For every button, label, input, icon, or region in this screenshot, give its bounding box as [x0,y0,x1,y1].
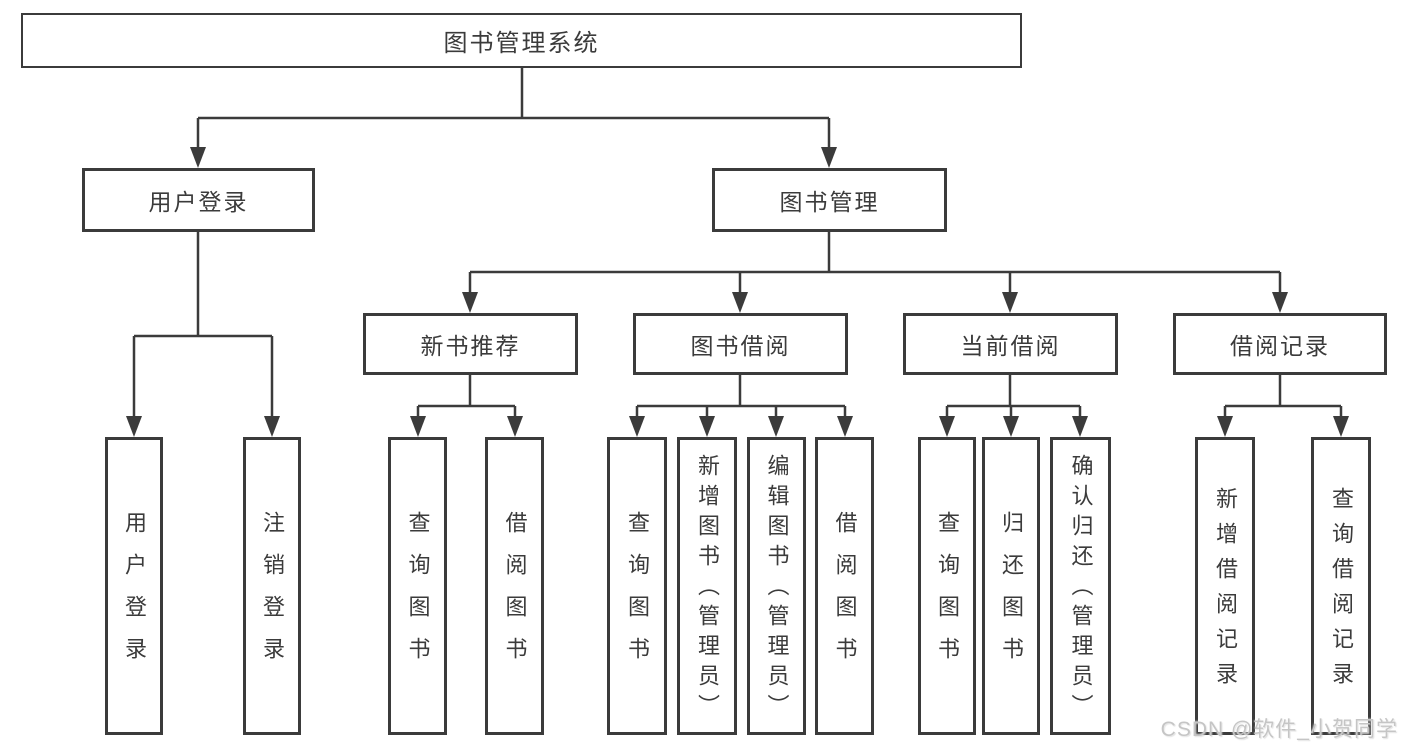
node-borrowing-records: 借阅记录 [1173,313,1387,375]
node-label: 新增借阅记录 [1213,486,1238,697]
node-label: 新书推荐 [420,333,521,359]
node-label: 查询图书 [405,511,431,679]
node-label: 借阅图书 [832,511,858,679]
leaf-edit-books-admin: 编辑图书（管理员） [747,437,806,735]
node-label: 图书借阅 [690,333,791,359]
node-label: 新增图书（管理员） [695,454,720,724]
node-label: 用户登录 [148,189,249,215]
csdn-watermark: CSDN @软件_小贺同学 [1160,718,1398,741]
node-new-book-recommendation: 新书推荐 [363,313,578,375]
node-label: 借阅图书 [502,511,528,679]
leaf-user-login: 用户登录 [105,437,163,735]
node-label: 查询图书 [935,511,960,679]
leaf-borrowing-borrow-books: 借阅图书 [815,437,874,735]
node-book-borrowing: 图书借阅 [633,313,848,375]
leaf-confirm-return-admin: 确认归还（管理员） [1050,437,1111,735]
node-label: 图书管理 [779,189,880,215]
node-label: 借阅记录 [1230,333,1330,359]
node-library-management-system: 图书管理系统 [21,13,1022,68]
leaf-add-borrow-record: 新增借阅记录 [1195,437,1255,735]
leaf-return-books: 归还图书 [982,437,1040,735]
leaf-user-logout: 注销登录 [243,437,301,735]
node-user-login-branch: 用户登录 [82,168,315,232]
node-book-management-branch: 图书管理 [712,168,947,232]
node-label: 图书管理系统 [443,30,600,57]
leaf-query-borrow-record: 查询借阅记录 [1311,437,1371,735]
node-label: 注销登录 [260,511,285,679]
leaf-recommend-query-books: 查询图书 [388,437,447,735]
node-label: 当前借阅 [960,333,1061,359]
node-label: 查询图书 [625,511,650,679]
node-label: 确认归还（管理员） [1068,454,1094,724]
node-label: 归还图书 [999,511,1024,679]
leaf-recommend-borrow-books: 借阅图书 [485,437,544,735]
node-label: 用户登录 [122,511,147,679]
node-label: 查询借阅记录 [1329,486,1354,697]
leaf-add-books-admin: 新增图书（管理员） [677,437,737,735]
node-label: 编辑图书（管理员） [764,454,790,724]
leaf-borrowing-query-books: 查询图书 [607,437,667,735]
leaf-current-query-books: 查询图书 [918,437,976,735]
node-current-borrowing: 当前借阅 [903,313,1118,375]
